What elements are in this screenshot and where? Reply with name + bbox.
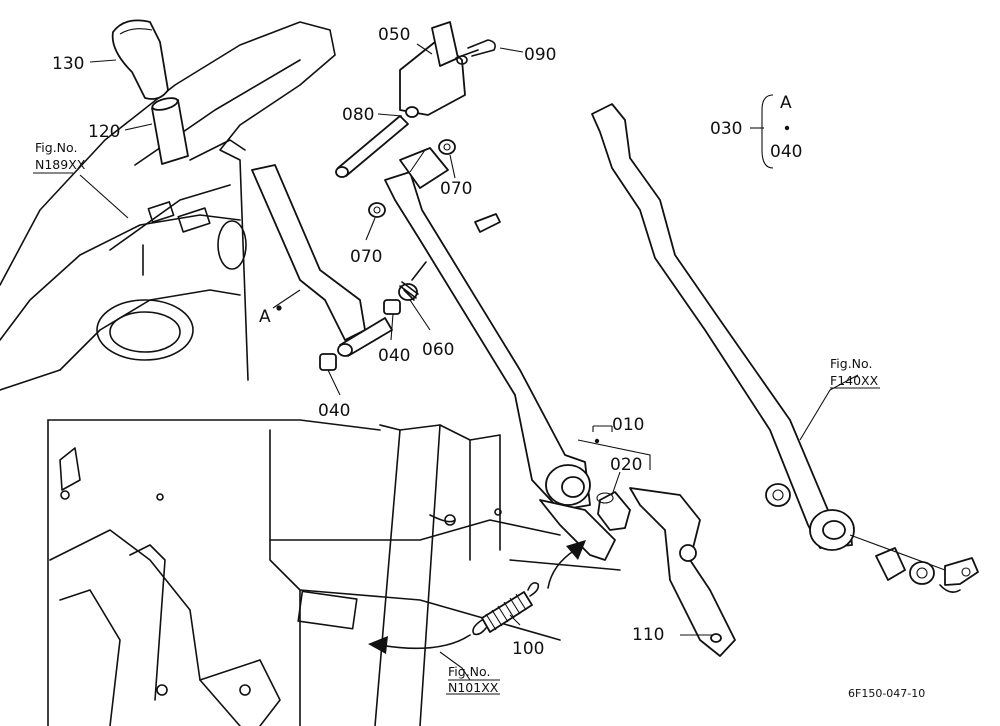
- callout-080: 080: [342, 105, 374, 125]
- fig-ref-3-label: Fig.No.: [448, 664, 490, 679]
- spring-100: [472, 582, 540, 636]
- callout-070-left: 070: [350, 247, 382, 267]
- split-pin-090: [455, 39, 496, 65]
- fig-ref-1-label: Fig.No.: [35, 140, 77, 155]
- bushing-040-left: [319, 353, 337, 371]
- spring-060: [398, 261, 427, 301]
- ref-dot-a: [276, 305, 282, 311]
- callout-130: 130: [52, 54, 84, 74]
- dashboard-cowl: [0, 21, 336, 391]
- fig-ref-2-label: Fig.No.: [830, 356, 872, 371]
- callout-020: 020: [610, 455, 642, 475]
- floor-frame: [47, 419, 621, 726]
- arrow-lower: [368, 634, 471, 654]
- rod-f140: [591, 103, 979, 593]
- callout-040-set: 040: [770, 142, 802, 162]
- washer-070-right: [438, 139, 456, 155]
- callout-060: 060: [422, 340, 454, 360]
- ref-dot-set: [784, 125, 790, 131]
- callout-120: 120: [88, 122, 120, 142]
- shift-lever-main: [384, 147, 616, 561]
- pin-080: [335, 115, 409, 178]
- callout-070-right: 070: [440, 179, 472, 199]
- leader-lines: [33, 43, 880, 695]
- callout-ref-a: A: [259, 307, 271, 327]
- bushing-040-mid: [383, 299, 401, 315]
- callout-090: 090: [524, 45, 556, 65]
- callout-030: 030: [710, 119, 742, 139]
- callout-100: 100: [512, 639, 544, 659]
- bracket-050: [399, 21, 466, 118]
- fig-ref-3-code: N101XX: [448, 680, 499, 695]
- callout-050: 050: [378, 25, 410, 45]
- callout-040-left: 040: [318, 401, 350, 421]
- fig-ref-1-code: N189XX: [35, 157, 86, 172]
- arrow-upper: [547, 540, 586, 589]
- shift-knob-130: [111, 19, 169, 100]
- callout-ref-a-set: A: [780, 93, 792, 113]
- washer-070-left: [368, 202, 386, 218]
- callout-110: 110: [632, 625, 664, 645]
- callout-040-mid: 040: [378, 346, 410, 366]
- callout-010: 010: [612, 415, 644, 435]
- lever-a: [251, 164, 393, 357]
- link-arm-110: [629, 487, 736, 657]
- drawing-code: 6F150-047-10: [848, 687, 925, 700]
- fig-ref-2-code: F140XX: [830, 373, 879, 388]
- sleeve-120: [151, 97, 189, 165]
- collar-020: [596, 491, 631, 531]
- ref-dot-010: [594, 438, 600, 444]
